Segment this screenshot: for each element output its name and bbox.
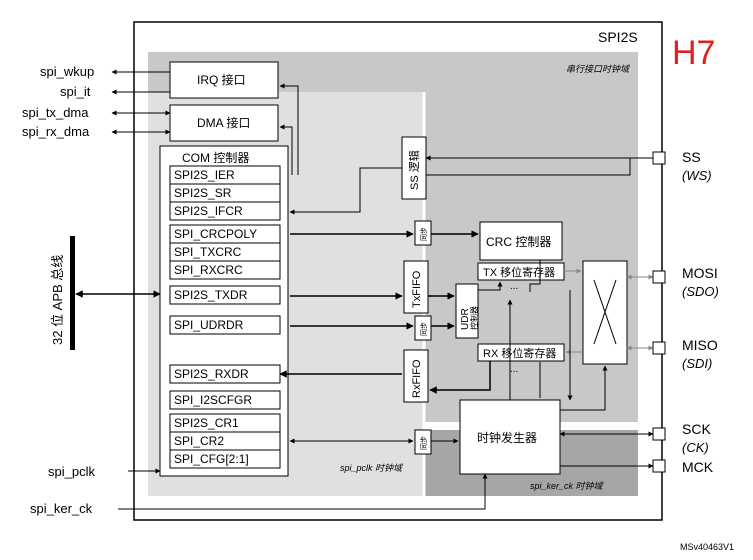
ss-logic-block — [401, 136, 427, 200]
reg-rxcrc: SPI_RXCRC — [174, 263, 243, 277]
pin-mosi — [652, 270, 666, 284]
reg-rxdr: SPI2S_RXDR — [174, 367, 249, 381]
diagram-title: SPI2S — [598, 29, 638, 45]
com-to-irq-line — [279, 83, 299, 175]
dma-interface-label: DMA 接口 — [197, 115, 250, 130]
pin-mck — [652, 459, 666, 473]
reg-txcrc: SPI_TXCRC — [174, 245, 242, 259]
apb-bus-bar — [70, 236, 75, 350]
ss-logic-label: SS 逻辑 — [407, 150, 421, 190]
reg-cr2: SPI_CR2 — [174, 434, 224, 448]
signal-spi-rx-dma: spi_rx_dma — [22, 124, 90, 139]
pin-alt-sdi: (SDI) — [682, 356, 712, 371]
rx-shift-to-rxfifo-line — [429, 361, 491, 394]
sync-block-crc — [414, 220, 432, 246]
pin-alt-sdo: (SDO) — [682, 284, 719, 299]
reg-txdr-box — [169, 285, 281, 305]
mux-cross-2 — [593, 279, 617, 345]
sync-label-udr: 同步 — [420, 322, 428, 336]
reg-ifcr: SPI2S_IFCR — [174, 204, 243, 218]
sync-block-clock — [414, 429, 432, 455]
udr-sub-label: 控制器 — [469, 306, 479, 330]
com-to-dma-line — [279, 124, 293, 175]
rxfifo-label: RxFIFO — [411, 359, 423, 398]
ss-to-com-line — [289, 167, 402, 215]
signal-spi-tx-dma: spi_tx_dma — [22, 105, 89, 120]
udr-controller-block — [455, 283, 479, 339]
irq-interface-label: IRQ 接口 — [197, 72, 246, 87]
reg-rxcrc-box — [169, 260, 281, 280]
rx-shift-register — [477, 343, 565, 362]
apb-bus-label: 32 位 APB 总线 — [50, 255, 65, 345]
pin-alt-ck: (CK) — [682, 440, 709, 455]
txfifo-label: TxFIFO — [411, 270, 423, 308]
tx-shift-dots: ... — [510, 281, 518, 292]
signal-spi-ker-ck: spi_ker_ck — [30, 501, 93, 516]
signal-spi-wkup: spi_wkup — [40, 64, 94, 79]
serial-domain-label: 串行接口时钟域 — [566, 64, 631, 74]
footer-id: MSv40463V1 — [680, 542, 734, 552]
reg-cfg-box — [169, 449, 281, 469]
pin-label-sck: SCK — [682, 421, 711, 437]
sync-label-clock: 同步 — [420, 436, 428, 450]
reg-ier: SPI2S_IER — [174, 168, 235, 182]
com-controller-title: COM 控制器 — [182, 151, 249, 165]
reg-udrdr-box — [169, 315, 281, 335]
pclk-domain-label: spi_pclk 时钟域 — [340, 463, 404, 473]
crc-controller-block — [479, 221, 563, 261]
pin-ss — [652, 151, 666, 165]
pin-label-miso: MISO — [682, 337, 718, 353]
reg-i2scfgr-box — [169, 390, 281, 410]
pin-alt-ws: (WS) — [682, 168, 712, 183]
pin-label-ss: SS — [682, 149, 701, 165]
sync-block-udr — [414, 315, 432, 341]
reg-i2scfgr: SPI_I2SCFGR — [174, 393, 252, 407]
ss-logic-to-pin-line2 — [426, 158, 631, 176]
udr-to-tx-shift-line — [478, 281, 503, 291]
crc-controller-label: CRC 控制器 — [486, 235, 551, 249]
clock-generator-label: 时钟发生器 — [477, 430, 537, 445]
udr-label: UDR — [460, 308, 471, 330]
rxfifo-block — [403, 349, 429, 403]
pin-sck — [652, 427, 666, 441]
pin-label-mck: MCK — [682, 459, 714, 475]
txfifo-block — [403, 260, 429, 314]
signal-spi-it: spi_it — [60, 84, 91, 99]
dma-interface-block — [169, 104, 279, 142]
clock-to-mux-line — [560, 365, 608, 411]
reg-cfg: SPI_CFG[2:1] — [174, 452, 249, 466]
reg-sr: SPI2S_SR — [174, 186, 232, 200]
reg-txdr: SPI2S_TXDR — [174, 288, 248, 302]
reg-udrdr: SPI_UDRDR — [174, 318, 244, 332]
sync-label-crc: 同步 — [420, 227, 428, 241]
reg-cr1: SPI2S_CR1 — [174, 416, 239, 430]
h7-badge: H7 — [672, 34, 715, 72]
reg-ifcr-box — [169, 201, 281, 221]
ker-domain-label: spi_ker_ck 时钟域 — [530, 481, 605, 491]
crc-to-tx-line — [529, 260, 541, 292]
signal-spi-pclk: spi_pclk — [48, 464, 95, 479]
register-list: SPI2S_IER SPI2S_SR SPI2S_IFCR SPI_CRCPOLY SP… — [169, 165, 281, 469]
pin-label-mosi: MOSI — [682, 265, 718, 281]
clock-generator-block — [459, 399, 561, 475]
irq-interface-block — [169, 61, 279, 99]
rx-shift-dots: ... — [510, 364, 518, 375]
ker-ck-line — [118, 473, 488, 510]
pin-miso — [652, 341, 666, 355]
tx-shift-register-label: TX 移位寄存器 — [483, 265, 555, 279]
reg-crcpoly: SPI_CRCPOLY — [174, 227, 257, 241]
rx-shift-register-label: RX 移位寄存器 — [483, 346, 556, 360]
